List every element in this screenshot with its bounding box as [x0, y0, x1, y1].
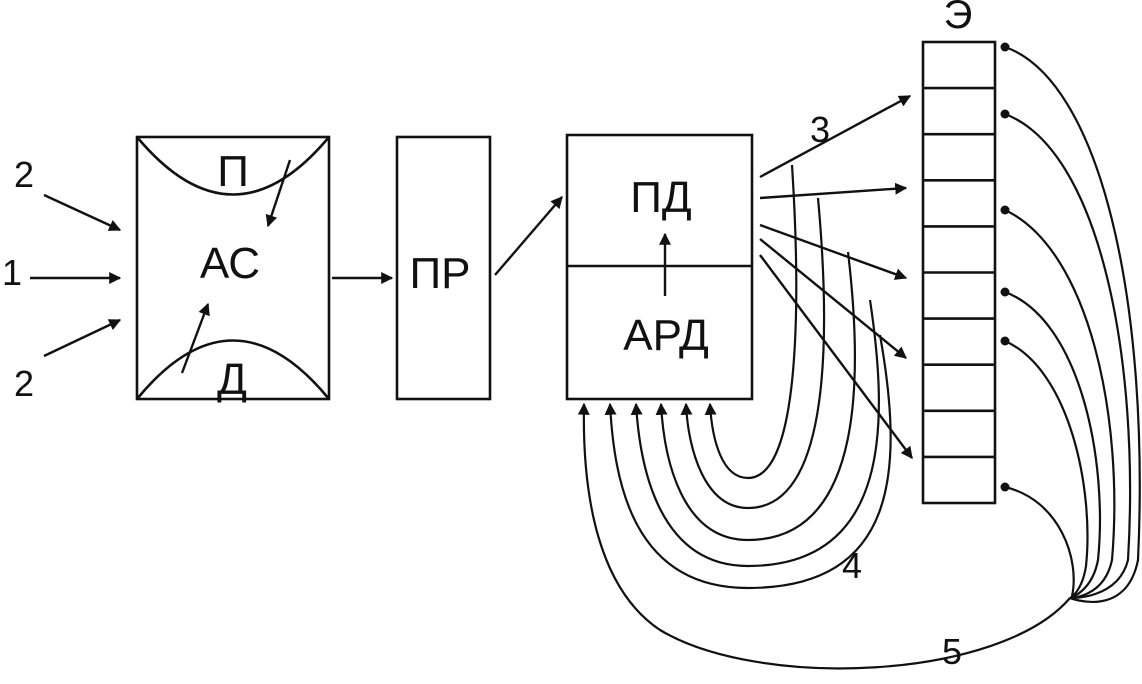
arrow-p-to-as: [265, 159, 292, 228]
label-p: П: [217, 147, 249, 196]
arrow-3: [759, 238, 907, 359]
arrow-input-2-top: [43, 193, 122, 232]
arrow-3: [759, 254, 913, 459]
arrow-3: [759, 94, 912, 179]
block-e: Э: [921, 0, 1010, 505]
feedback-curve-4: [655, 251, 857, 542]
label-input-1: 1: [2, 252, 22, 293]
feedback-5: 5: [577, 45, 1141, 672]
label-5: 5: [942, 631, 962, 672]
label-3: 3: [810, 109, 830, 150]
feedback-curve-4: [704, 164, 798, 480]
label-input-2-top: 2: [14, 154, 34, 195]
block-as-frame: [135, 135, 331, 401]
feedback-4: 4: [604, 164, 892, 590]
feedback-trunk-5: [577, 402, 1071, 670]
arc-d: [135, 339, 331, 400]
inputs: 2 1 2: [2, 154, 122, 404]
arrows-3: 3: [759, 94, 913, 459]
label-pr: ПР: [410, 249, 471, 298]
label-d: Д: [217, 355, 247, 404]
arrow-d-to-as: [180, 302, 210, 374]
label-pd: ПД: [630, 173, 691, 222]
feedback-curve-4: [680, 197, 826, 510]
feedback-curve-5: [1004, 45, 1141, 604]
block-pr-frame: [395, 135, 492, 401]
feedback-curve-4: [604, 334, 892, 590]
feedback-curve-5: [1004, 112, 1132, 600]
label-4: 4: [842, 545, 862, 586]
label-as: АС: [200, 239, 260, 288]
label-input-2-bottom: 2: [14, 363, 34, 404]
block-as: П АС Д: [135, 135, 331, 404]
label-ard: АРД: [623, 311, 709, 360]
arrow-3: [759, 223, 908, 280]
arrow-3: [759, 182, 908, 200]
block-pr: ПР: [395, 135, 492, 401]
feedback-curve-5: [1004, 339, 1089, 599]
label-e: Э: [944, 0, 973, 37]
arc-p: [136, 136, 330, 196]
arrow-input-2-bottom: [43, 318, 122, 358]
arrow-pr-to-pd: [494, 196, 563, 276]
feedback-curve-5: [1004, 290, 1102, 600]
block-e-dividers: [923, 86, 995, 459]
feedback-curve-4: [630, 299, 880, 568]
feedback-curve-5: [1004, 209, 1116, 600]
block-pd-ard: ПД АРД: [565, 133, 754, 401]
feedback-curve-5: [1004, 485, 1075, 597]
